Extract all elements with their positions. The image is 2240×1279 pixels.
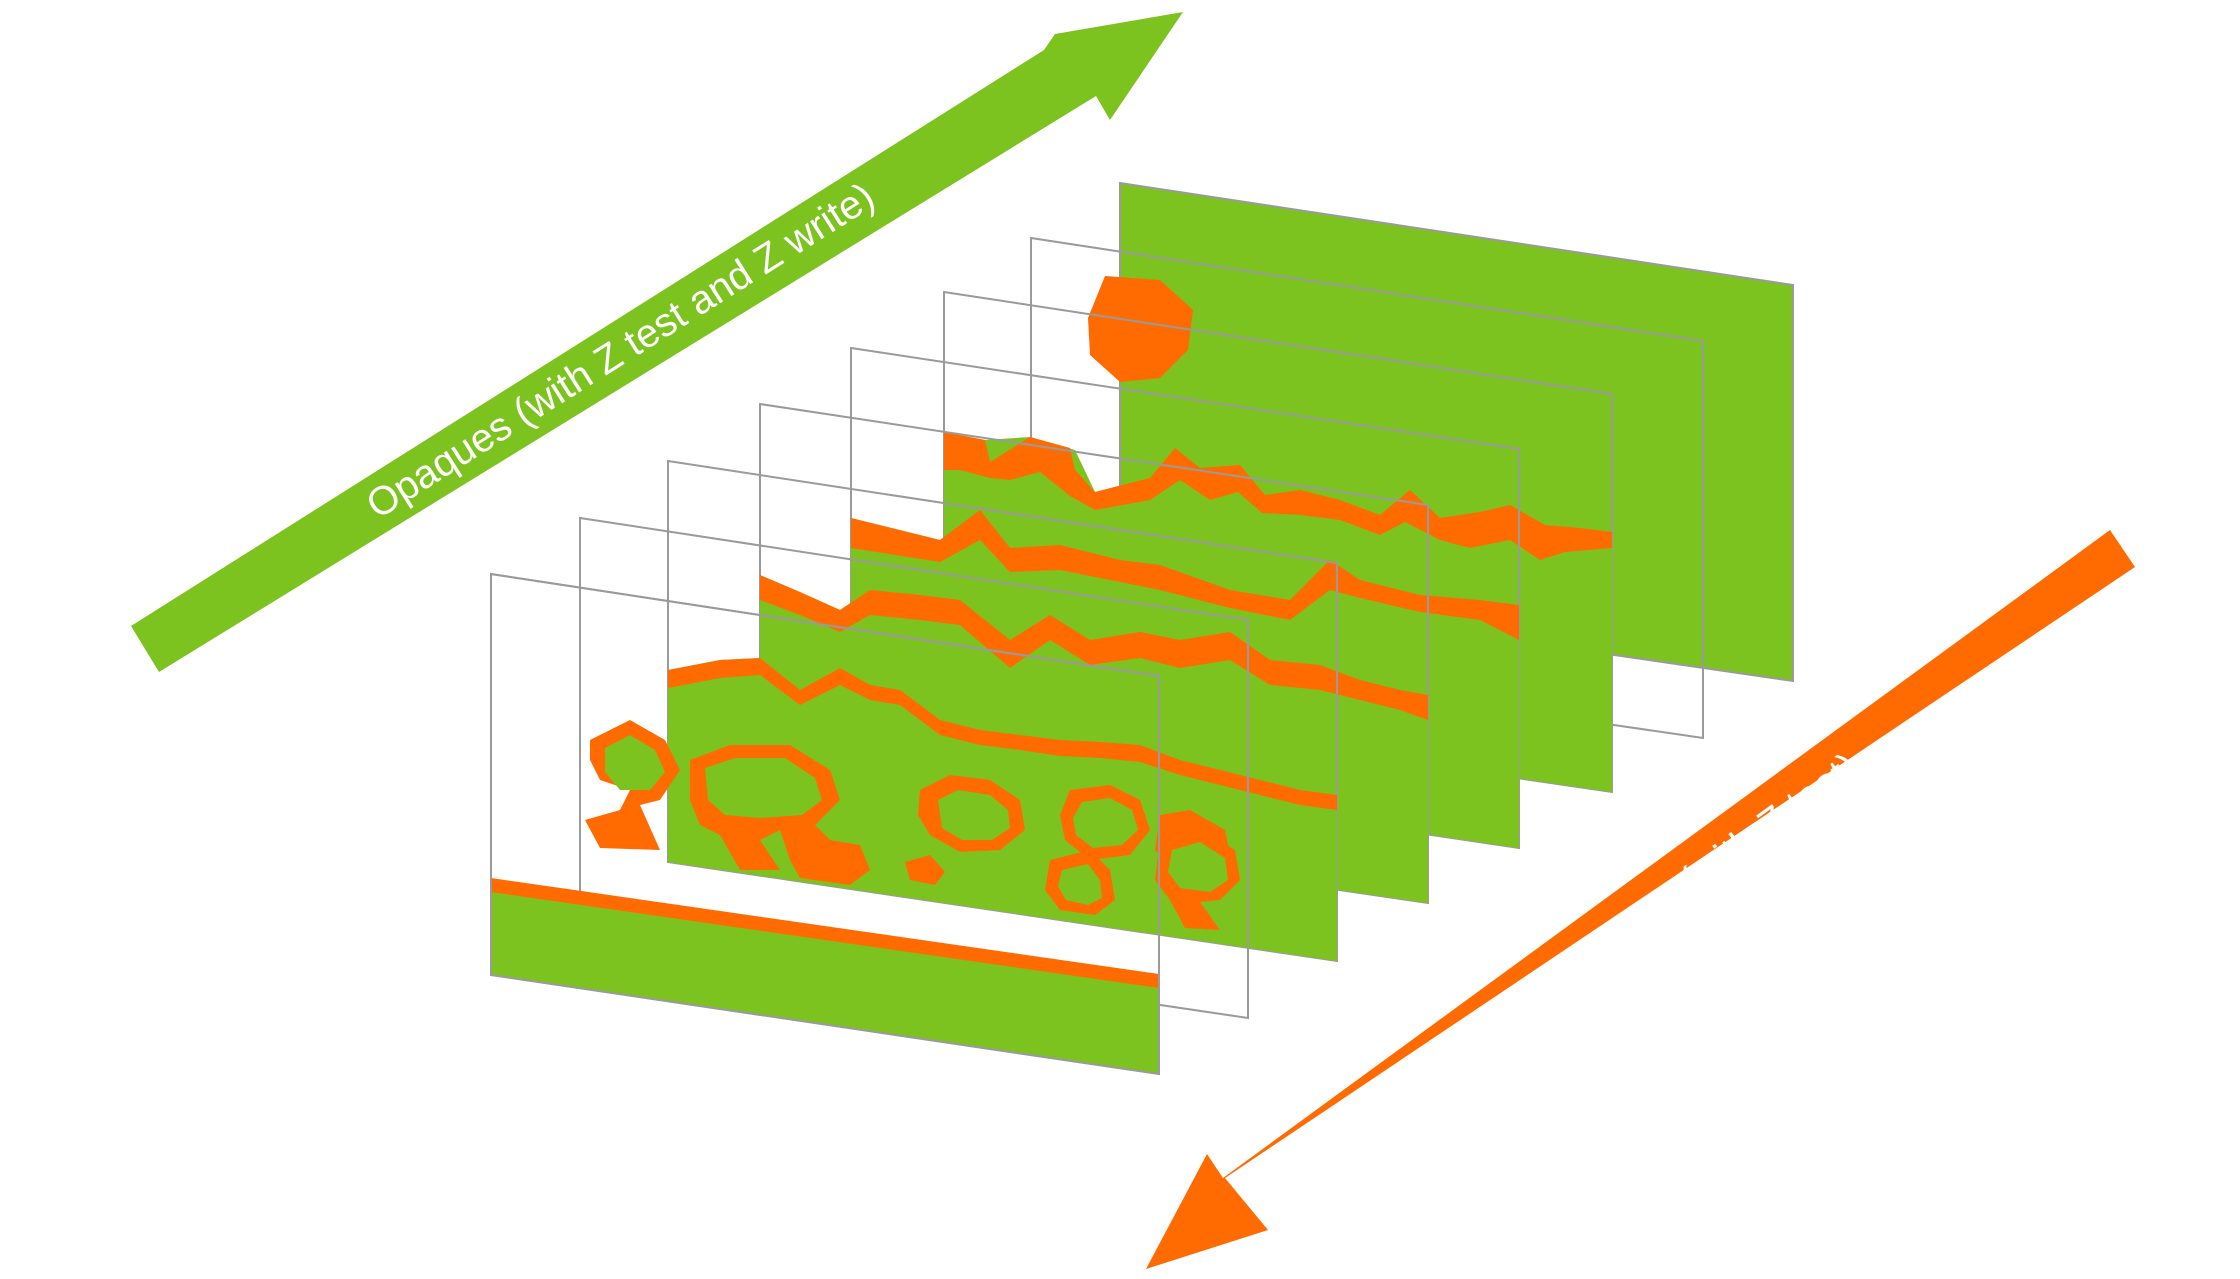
tree-front-2-leaves xyxy=(705,758,822,818)
mid-hills-edge xyxy=(851,510,1519,640)
sun-shape xyxy=(1088,276,1193,382)
ground-edge xyxy=(491,878,1159,988)
tree-front-5-leaves xyxy=(1058,864,1102,905)
tree-front-1-leaves xyxy=(605,735,665,790)
opaques-arrow-label: Opaques (with Z test and Z write) xyxy=(359,174,882,527)
tree-front-4 xyxy=(905,855,945,885)
ground-fill xyxy=(491,884,1159,1074)
opaques-arrow-shape xyxy=(131,12,1183,672)
transparents-arrow-label: Transparents (with Z test) xyxy=(1474,745,1867,1048)
layer-tree-row-front-frame xyxy=(579,516,1249,1020)
tree xyxy=(938,790,1010,840)
tree xyxy=(1073,798,1138,848)
tree-front-3 xyxy=(780,820,870,885)
near-hills-edge xyxy=(760,575,1428,720)
tree-row-front-trees xyxy=(585,720,1240,930)
far-hills-edge xyxy=(944,432,1612,560)
tree-row-back-edge xyxy=(668,658,1337,810)
ground-frame-outline xyxy=(490,572,1160,1076)
tree-front-6-leaves xyxy=(1168,842,1228,892)
transparents-arrow-shape xyxy=(1146,530,2135,1269)
